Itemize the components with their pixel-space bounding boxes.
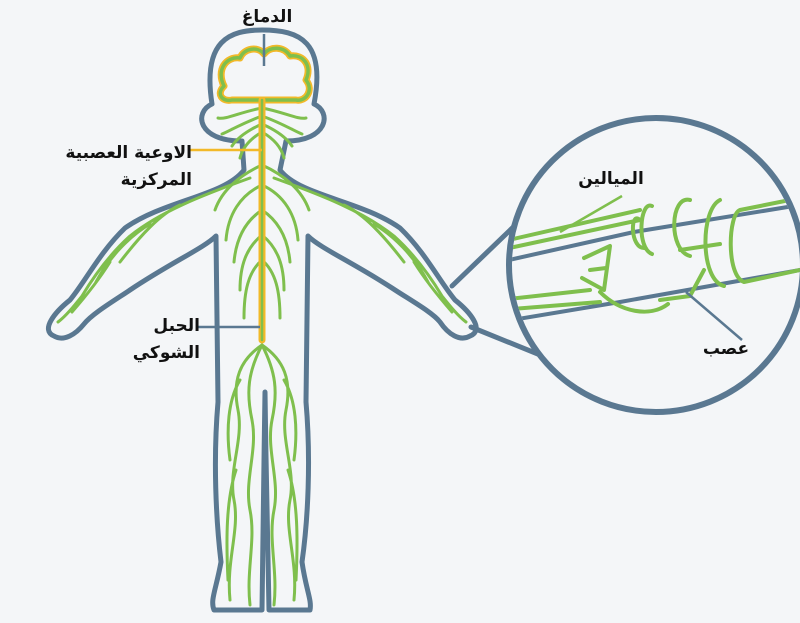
label-spinal-cord: الحبل الشوكي [90,313,200,367]
label-central-nervous-system: الاوعية العصبية المركزية [2,140,192,194]
label-cns-line2: المركزية [2,167,192,194]
label-nerve: عصب [676,336,776,363]
label-cns-line1: الاوعية العصبية [2,140,192,167]
label-brain: الدماغ [222,4,312,31]
label-myelin: الميالين [556,166,666,193]
label-spinal-line1: الحبل [90,313,200,340]
magnifier-circle [509,118,800,412]
label-spinal-line2: الشوكي [90,340,200,367]
